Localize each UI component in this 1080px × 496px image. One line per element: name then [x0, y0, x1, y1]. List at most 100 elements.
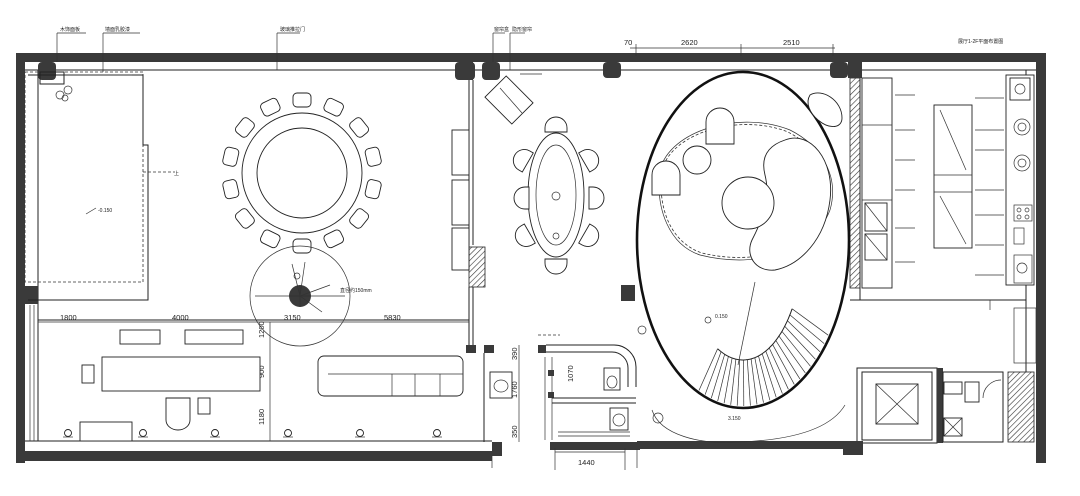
- wall-lamp: [356, 429, 364, 437]
- dim-left-3: 3150: [284, 313, 301, 322]
- dim-left-1: 1800: [60, 313, 77, 322]
- bottom-ticks: [491, 441, 863, 468]
- kitchen-lower-right: [989, 300, 1037, 364]
- stair-tread: [784, 325, 816, 360]
- stair-tread: [768, 347, 789, 390]
- wall-lamp: [284, 429, 292, 437]
- oval-wall: [635, 70, 851, 410]
- stair-tread: [698, 348, 718, 391]
- stair-tread: [775, 340, 801, 380]
- dining-chair: [292, 92, 312, 108]
- stair-tread: [772, 344, 795, 385]
- dining-chair: [588, 186, 605, 210]
- side-cabinet-1: [451, 129, 470, 176]
- stair-tread: [789, 314, 825, 344]
- round-dining-table: [222, 92, 382, 254]
- stair-tread: [754, 357, 764, 403]
- spiral-stair: [698, 308, 829, 407]
- stair-tread: [746, 359, 751, 406]
- stair-notes: 0.150 3.150: [704, 281, 756, 422]
- stair-tread: [758, 355, 771, 401]
- wc-zone: [483, 334, 637, 442]
- dining-chair: [234, 208, 255, 229]
- annotation-wood-panel: 木饰面板: [60, 26, 80, 33]
- kitchen-leader-lines: [895, 94, 1004, 276]
- toilet-1: [603, 367, 621, 391]
- stair-tread: [710, 354, 726, 399]
- lower-left-furniture: [63, 329, 464, 442]
- dim-mid-3: 350: [510, 425, 519, 438]
- plant-box: [39, 71, 65, 85]
- drawing-title-note: 展厅1-2F平面布置图: [958, 38, 1003, 45]
- annotation-hidden-curtain: 隐形窗帘: [512, 26, 532, 33]
- dim-top-2: 2620: [681, 38, 698, 47]
- round-coffee-table: [721, 176, 775, 230]
- dining-chair: [323, 229, 344, 249]
- annotation-glass-door: 玻璃推拉门: [280, 26, 305, 33]
- sofa: [317, 355, 464, 397]
- side-cabinet-2: [451, 179, 470, 226]
- stair-inner-rail: [717, 308, 793, 361]
- dining-chair: [234, 117, 255, 138]
- dining-chair: [260, 97, 281, 117]
- oval-table-outer: [527, 132, 585, 258]
- left-dimension-row: 1800 4000 3150 5830 1200 900 1180: [38, 313, 469, 441]
- note-level: -0.150: [98, 208, 112, 214]
- curved-sofa: [749, 137, 832, 271]
- dining-chair: [544, 116, 568, 133]
- dining-chair: [364, 146, 382, 167]
- dim-left-2: 4000: [172, 313, 189, 322]
- outer-walls: [16, 53, 1046, 463]
- kitchen-counter-right: [1005, 74, 1035, 286]
- dim-top-3: 2510: [783, 38, 800, 47]
- left-window: [29, 305, 35, 441]
- dining-cabinet: [484, 73, 542, 125]
- oval-stair-hall: [635, 70, 851, 443]
- annotation-curtain-box: 窗帘盒: [494, 26, 509, 33]
- dim-vert-2: 900: [257, 365, 266, 378]
- dining-chair: [222, 179, 240, 200]
- dim-mid-1: 390: [510, 347, 519, 360]
- wc-dimensions: 390 1760 350 1070 1440: [510, 345, 626, 470]
- dining-chair: [578, 223, 600, 247]
- dim-wc: 1070: [566, 365, 575, 382]
- pillar-note: 直径约150mm: [340, 287, 372, 294]
- small-column: [621, 285, 635, 301]
- stair-tread: [761, 353, 777, 398]
- raised-platform: 上 -0.150: [24, 71, 179, 301]
- stair-tread: [787, 320, 821, 352]
- stair-tread: [781, 331, 811, 367]
- wall-lamp: [433, 429, 441, 437]
- round-table-inner: [256, 127, 348, 219]
- dining-chair: [513, 186, 530, 210]
- stair-tread: [750, 358, 758, 405]
- top-annotations: 木饰面板 墙面乳胶漆 玻璃推拉门 窗帘盒 隐形窗帘 展厅1-2F平面布置图: [56, 26, 1003, 72]
- kitchen: [861, 74, 1035, 289]
- dining-chair: [512, 149, 534, 173]
- wall-lamp: [64, 429, 72, 437]
- toilet-2: [609, 407, 629, 431]
- stair-tread: [736, 359, 741, 406]
- dining-chair: [544, 258, 568, 275]
- inner-wall-lines: [16, 62, 1036, 442]
- stair-tread: [723, 357, 733, 404]
- dim-mid-2: 1760: [510, 381, 519, 398]
- dim-top-1: 70: [624, 38, 632, 47]
- annotation-wall-paint: 墙面乳胶漆: [105, 26, 130, 33]
- stair-tread: [730, 359, 737, 405]
- elevator-zone: [856, 367, 1035, 444]
- long-desk: [101, 356, 261, 392]
- stair-elevation-1: 0.150: [715, 314, 728, 320]
- stair-tread: [778, 335, 806, 374]
- top-dimension-line: 70 2620 2510: [624, 38, 835, 56]
- dining-chair: [364, 179, 382, 200]
- dining-chair: [578, 149, 600, 173]
- dim-left-4: 5830: [384, 313, 401, 322]
- wash-basin: [489, 371, 513, 399]
- wall-lamp: [211, 429, 219, 437]
- dining-chair: [514, 223, 536, 247]
- side-cabinet-3: [451, 227, 470, 271]
- dining-chair: [323, 97, 344, 117]
- wall-lamp: [139, 429, 147, 437]
